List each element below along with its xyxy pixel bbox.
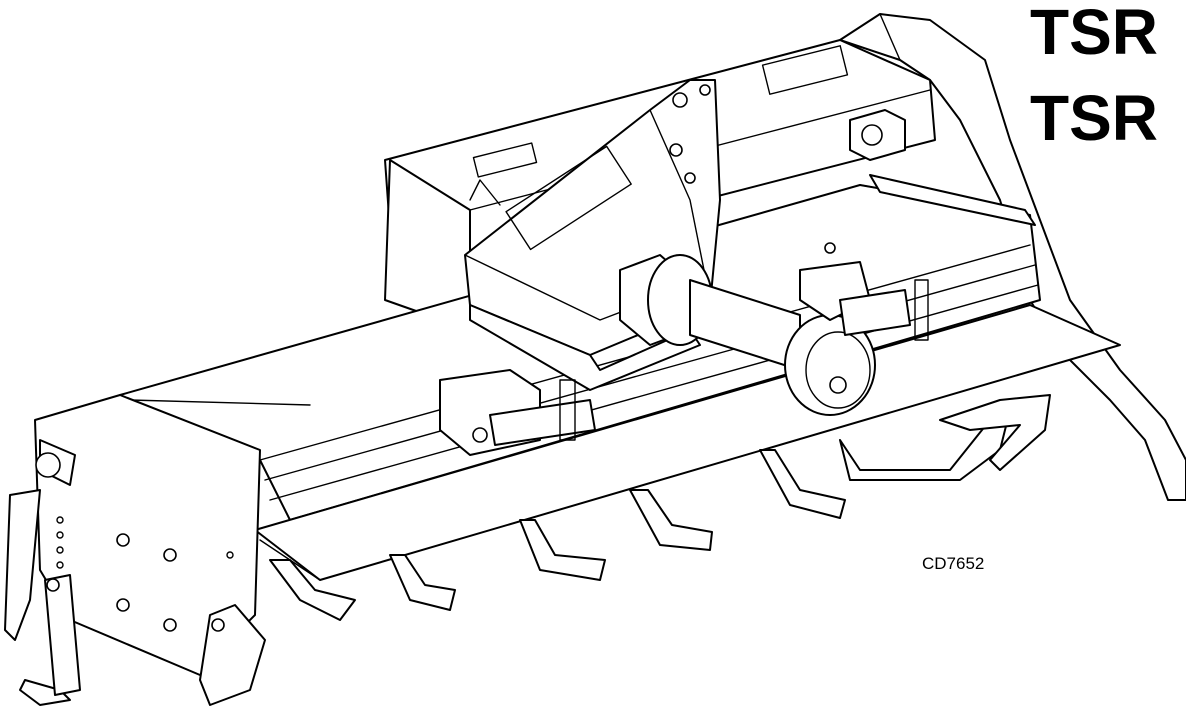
figure-id-label: CD7652 [922, 554, 985, 573]
model-title-line-1: TSR [1030, 0, 1158, 68]
tiller-tines [269, 394, 1051, 621]
pto-driveline [619, 254, 876, 416]
left-end-plate [4, 394, 266, 706]
right-side-shield [839, 13, 1186, 501]
hitch-brackets [439, 242, 929, 456]
model-title-line-2: TSR [1030, 82, 1158, 154]
